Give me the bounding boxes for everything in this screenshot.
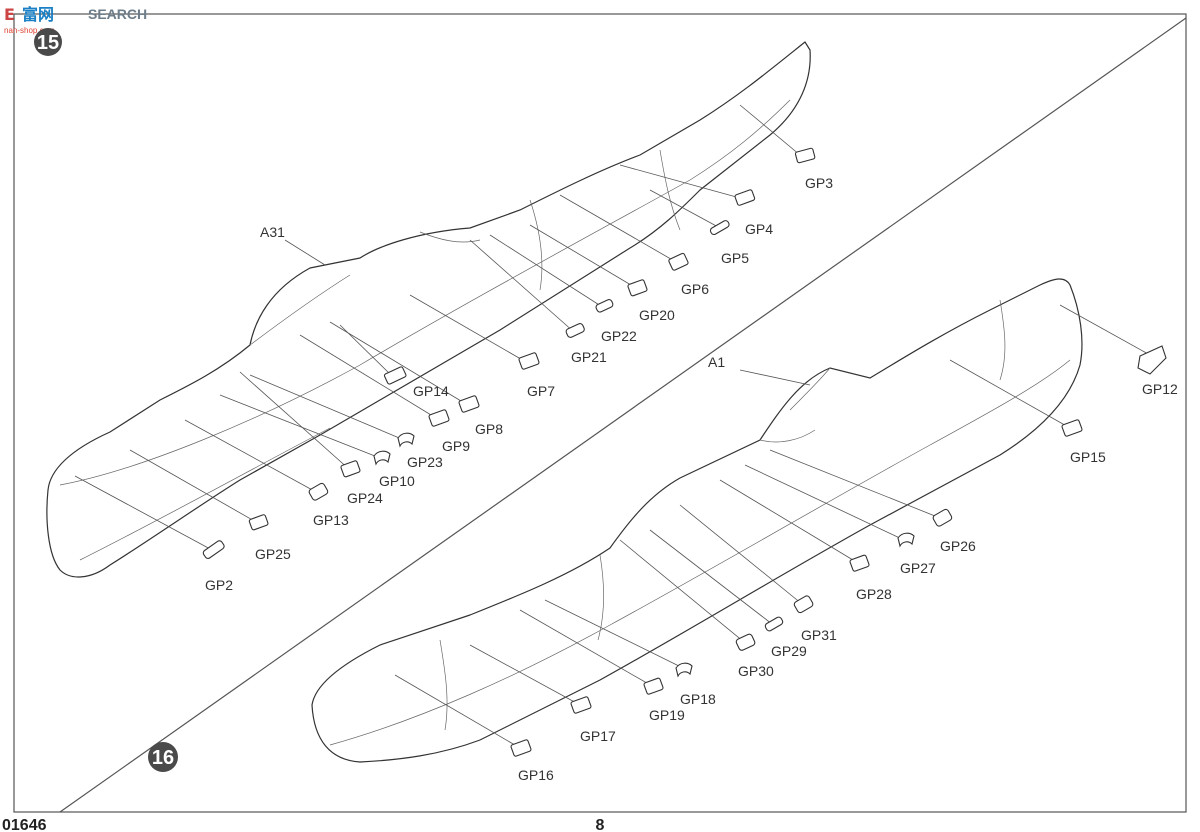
- label-a31: A31: [260, 224, 285, 240]
- label-gp21: GP21: [571, 349, 607, 365]
- label-gp30: GP30: [738, 663, 774, 679]
- fuselage-half-a1: [311, 278, 1083, 763]
- label-gp6: GP6: [681, 281, 709, 297]
- label-gp8: GP8: [475, 421, 503, 437]
- label-gp15: GP15: [1070, 449, 1106, 465]
- step-15-leader-lines: [74, 104, 801, 551]
- label-gp27: GP27: [900, 560, 936, 576]
- label-gp24: GP24: [347, 490, 383, 506]
- step-divider: [59, 17, 1187, 813]
- watermark-search: SEARCH: [88, 6, 147, 22]
- label-gp19: GP19: [649, 707, 685, 723]
- step-16-leader-lines: [394, 304, 1151, 749]
- step-15-labels: A31 GP3 GP4 GP5 GP6 GP20 GP22 GP21 GP7 G…: [205, 175, 833, 593]
- label-gp10: GP10: [379, 473, 415, 489]
- label-gp25: GP25: [255, 546, 291, 562]
- label-gp4: GP4: [745, 221, 773, 237]
- label-gp5: GP5: [721, 250, 749, 266]
- label-gp20: GP20: [639, 307, 675, 323]
- fuselage-half-a31: [46, 41, 811, 578]
- label-gp29: GP29: [771, 643, 807, 659]
- step-16-marker: 16: [148, 742, 178, 772]
- label-gp26: GP26: [940, 538, 976, 554]
- watermark-prefix: E: [4, 5, 15, 24]
- label-gp31: GP31: [801, 627, 837, 643]
- watermark: E 富网 SEARCH nan-shop.com: [4, 5, 147, 35]
- label-gp7: GP7: [527, 383, 555, 399]
- label-gp2: GP2: [205, 577, 233, 593]
- label-gp17: GP17: [580, 728, 616, 744]
- label-gp22: GP22: [601, 328, 637, 344]
- watermark-brand: 富网: [22, 5, 54, 24]
- label-gp9: GP9: [442, 438, 470, 454]
- label-a1: A1: [708, 354, 725, 370]
- watermark-site: nan-shop.com: [4, 26, 55, 35]
- page-number: 8: [596, 817, 605, 832]
- label-gp12: GP12: [1142, 381, 1178, 397]
- label-gp28: GP28: [856, 586, 892, 602]
- step-15-etch-parts: [202, 147, 816, 559]
- step-15-marker: 15: [34, 28, 62, 56]
- label-gp18: GP18: [680, 691, 716, 707]
- step-16-labels: A1 GP12 GP15 GP26 GP27 GP28 GP31 GP29 GP…: [518, 354, 1178, 783]
- page-border: [13, 13, 1187, 813]
- step-16-number: 16: [152, 747, 174, 769]
- kit-number: 01646: [2, 817, 47, 832]
- label-gp16: GP16: [518, 767, 554, 783]
- label-gp3: GP3: [805, 175, 833, 191]
- label-gp13: GP13: [313, 512, 349, 528]
- label-gp23: GP23: [407, 454, 443, 470]
- label-gp14: GP14: [413, 383, 449, 399]
- step-16-etch-parts: [510, 345, 1167, 757]
- step-15-number: 15: [37, 32, 59, 54]
